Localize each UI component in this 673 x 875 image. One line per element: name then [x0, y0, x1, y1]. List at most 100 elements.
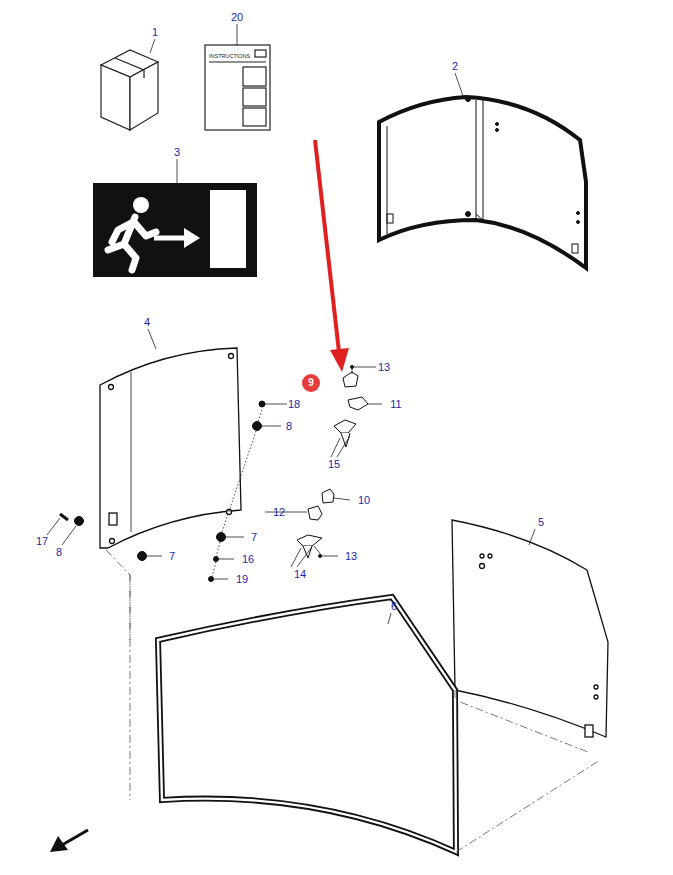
- rear-glass-panel-shape: [496, 129, 499, 132]
- assembly-dash-lines-shape: [106, 550, 130, 640]
- rear-glass-panel-shape: [496, 123, 499, 126]
- leader-lines-shape: [262, 426, 281, 427]
- callout-number: 13: [377, 361, 391, 373]
- leader-lines-shape: [147, 556, 162, 557]
- manual-part-shape: [243, 88, 266, 106]
- assembly-dash-lines-shape: [456, 760, 600, 852]
- callout-number: 7: [250, 531, 258, 543]
- rear-glass-panel-shape: [466, 97, 471, 102]
- right-glass-panel: [452, 520, 608, 737]
- box-part: [101, 50, 158, 130]
- left-glass-panel: [100, 348, 241, 548]
- rear-glass-panel-shape: [387, 214, 393, 223]
- callout-number: 7: [168, 550, 176, 562]
- leader-lines-shape: [212, 410, 262, 577]
- rear-glass-panel-shape: [476, 214, 485, 222]
- leader-lines-shape: [291, 548, 311, 567]
- direction-arrow-shape: [50, 836, 68, 852]
- leader-lines-shape: [62, 526, 76, 545]
- hardware-parts-shape: [138, 552, 147, 561]
- callout-number: 8: [285, 420, 293, 432]
- right-glass-panel-shape: [594, 695, 598, 699]
- leader-lines-shape: [219, 559, 234, 560]
- hardware-parts-shape: [253, 422, 262, 431]
- hardware-parts-shape: [214, 557, 219, 562]
- hardware-parts-shape: [322, 489, 334, 503]
- rear-glass-panel-shape: [466, 212, 471, 217]
- left-glass-panel-shape: [109, 513, 117, 525]
- manual-part-shape: [243, 67, 266, 86]
- assembly-dash-lines: [106, 550, 600, 852]
- callout-number: 11: [389, 398, 402, 410]
- hardware-parts-shape: [308, 506, 322, 520]
- leader-lines-shape: [314, 546, 338, 556]
- hardware-parts-shape: [341, 433, 350, 447]
- hardware-parts-shape: [209, 577, 214, 582]
- leader-lines-shape: [334, 498, 350, 500]
- leader-lines-shape: [47, 518, 60, 535]
- callout-number: 17: [35, 535, 49, 547]
- callout-number: 13: [344, 550, 358, 562]
- hardware-parts-shape: [217, 533, 226, 542]
- left-glass-panel-shape: [229, 354, 234, 359]
- exit-sign-shape: [93, 183, 257, 277]
- hardware-parts-shape: [60, 514, 68, 520]
- hardware-parts-shape: [303, 546, 312, 558]
- manual-part-shape: [209, 61, 266, 62]
- leader-lines-shape: [150, 39, 155, 53]
- left-glass-panel-shape: [109, 385, 114, 390]
- hardware-parts-shape: [75, 517, 84, 526]
- rear-glass-panel-shape: [483, 100, 484, 220]
- leader-lines-shape: [455, 73, 463, 96]
- leader-lines-shape: [226, 537, 244, 538]
- manual-heading: INSTRUCTIONS: [209, 53, 250, 60]
- right-glass-panel-shape: [585, 725, 593, 737]
- front-glass-frame-shape: [158, 597, 456, 852]
- leader-lines-shape: [265, 512, 307, 513]
- assembly-dash-lines-shape: [455, 690, 588, 752]
- left-glass-panel-shape: [131, 372, 132, 532]
- callout-number: 20: [230, 11, 244, 23]
- manual-part: [205, 45, 270, 130]
- leader-lines-shape: [214, 579, 228, 580]
- exit-sign-shape: [133, 197, 149, 213]
- rear-glass-panel-shape: [577, 221, 580, 224]
- callout-number: 2: [451, 60, 459, 72]
- hardware-parts-shape: [348, 397, 368, 410]
- box-part-shape: [101, 65, 130, 130]
- pointer-arrow: [315, 140, 349, 372]
- rear-glass-panel: [379, 97, 586, 269]
- pointer-arrow-shape: [315, 140, 339, 352]
- leader-lines-shape: [148, 329, 156, 349]
- right-glass-panel-shape: [480, 564, 485, 569]
- direction-arrow-shape: [62, 830, 88, 845]
- front-glass-frame: [158, 597, 456, 852]
- hardware-parts-shape: [297, 535, 322, 546]
- rear-glass-panel-shape: [379, 97, 586, 268]
- leader-lines-shape: [265, 404, 287, 405]
- rear-glass-panel-shape: [577, 212, 580, 215]
- manual-part-shape: [205, 45, 270, 130]
- leader-lines-shape: [388, 613, 391, 624]
- leader-lines-shape: [352, 367, 376, 374]
- hardware-parts-shape: [334, 420, 356, 433]
- pointer-arrow-shape: [330, 348, 349, 372]
- exit-sign-shape: [184, 228, 200, 248]
- leader-lines-shape: [529, 529, 535, 545]
- leader-lines-shape: [368, 404, 382, 405]
- exit-sign-shape: [210, 190, 246, 268]
- callout-number: 8: [55, 546, 63, 558]
- assembly-dash-lines-shape: [130, 575, 131, 800]
- front-glass-frame-shape: [158, 597, 456, 852]
- callout-number: 5: [537, 516, 545, 528]
- exit-sign-shape: [108, 217, 156, 270]
- right-glass-panel-shape: [594, 685, 598, 689]
- manual-part-shape: [255, 50, 266, 57]
- callout-number: 18: [287, 398, 301, 410]
- leader-lines-shape: [177, 159, 178, 183]
- rear-glass-panel-shape: [572, 244, 578, 253]
- right-glass-panel-shape: [480, 554, 484, 558]
- hardware-parts: [60, 366, 368, 582]
